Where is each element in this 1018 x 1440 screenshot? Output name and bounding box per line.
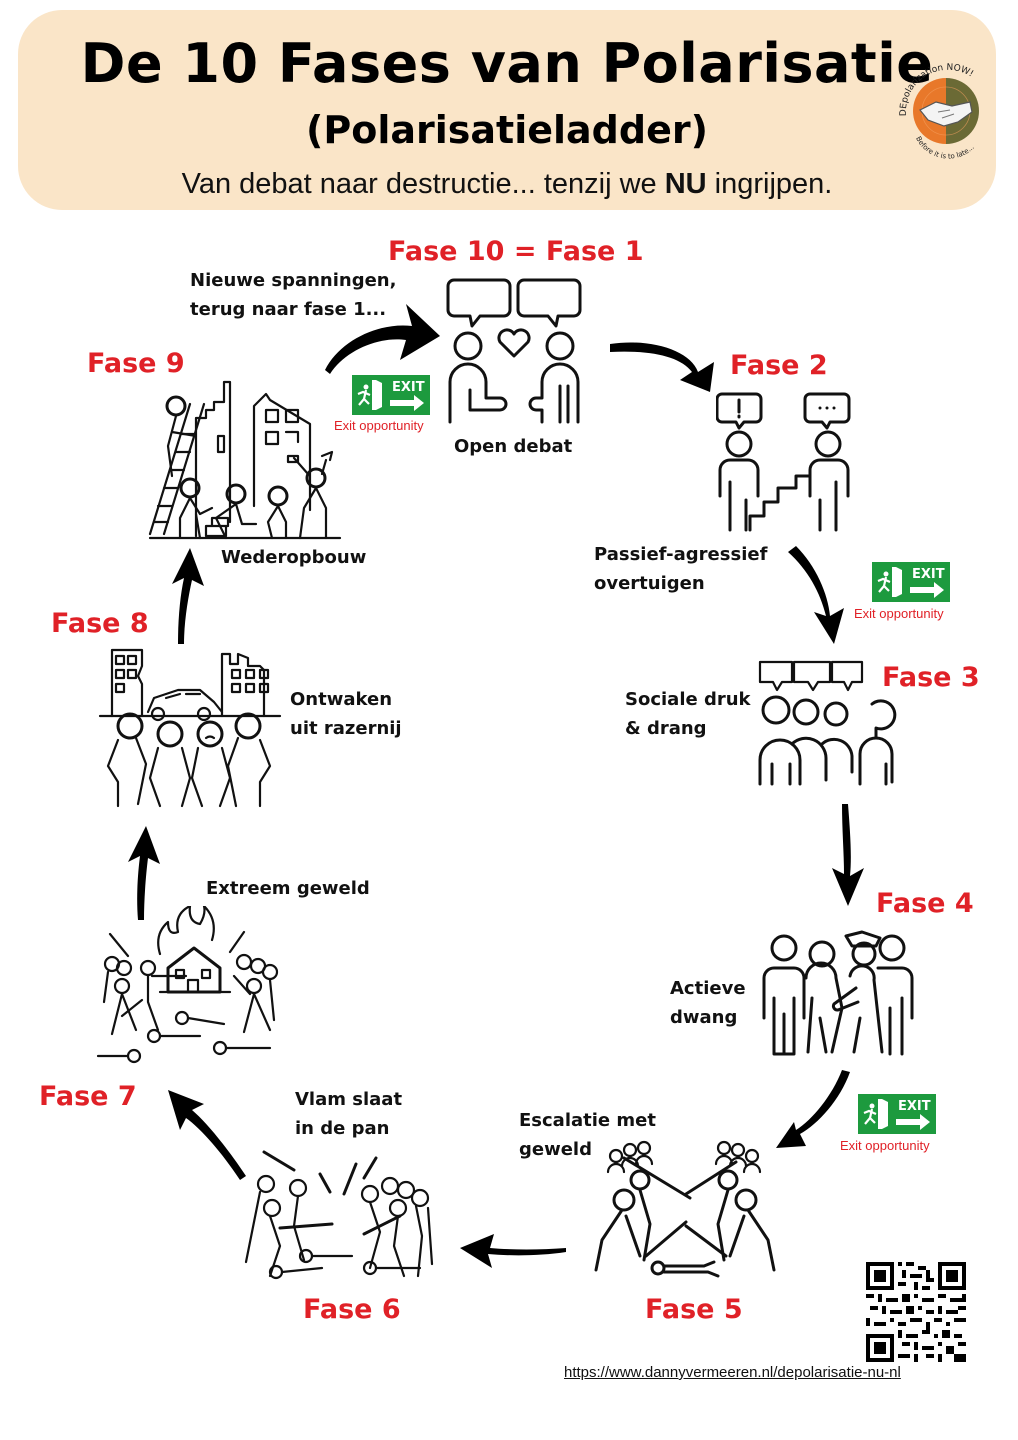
phase-desc-3-line-1: Sociale druk: [625, 689, 751, 710]
arrow-5-to-6: [460, 1234, 566, 1268]
phase-desc-4-line-2: dwang: [670, 1007, 738, 1028]
exit-sign-2: EXIT: [872, 562, 950, 602]
phase-desc-2-line-1: Passief-agressief: [594, 544, 768, 565]
exit-label-1: Exit opportunity: [334, 418, 424, 433]
phase-desc-7: Extreem geweld: [206, 874, 370, 903]
phase-desc-5: Escalatie met geweld: [519, 1106, 656, 1164]
phase-desc-4-line-1: Actieve: [670, 978, 746, 999]
phase-desc-8: Ontwaken uit razernij: [290, 685, 402, 743]
awakening-icon: [98, 648, 282, 808]
arrow-2-to-3: [788, 546, 844, 644]
passive-aggressive-icon: [716, 392, 851, 532]
phase-desc-5-line-1: Escalatie met: [519, 1110, 656, 1131]
phase-desc-4: Actieve dwang: [670, 974, 746, 1032]
loop-note: Nieuwe spanningen, terug naar fase 1...: [190, 266, 396, 324]
depolarization-logo: DEpolarization NOW! Before it is to late…: [899, 63, 979, 161]
loop-note-line-1: Nieuwe spanningen,: [190, 270, 397, 291]
phase-label-9: Fase 9: [87, 348, 185, 379]
exit-sign-text: EXIT: [912, 567, 945, 582]
social-pressure-icon: [758, 660, 897, 786]
tagline-bold: NU: [664, 168, 707, 200]
phase-desc-5-line-2: geweld: [519, 1139, 592, 1160]
phase-desc-7-line-1: Extreem geweld: [206, 878, 370, 899]
phase-label-4: Fase 4: [876, 888, 974, 919]
riot-icon: [244, 1150, 434, 1280]
exit-sign-icon: EXIT: [877, 567, 945, 598]
phase-label-5: Fase 5: [645, 1294, 743, 1325]
phase-desc-1-line-1: Open debat: [454, 436, 573, 457]
exit-sign-icon: EXIT: [357, 380, 425, 411]
phase-desc-2: Passief-agressief overtuigen: [594, 540, 767, 598]
exit-label-2: Exit opportunity: [854, 606, 944, 621]
phase-label-8: Fase 8: [51, 608, 149, 639]
exit-label-3: Exit opportunity: [840, 1138, 930, 1153]
phase-desc-6-line-1: Vlam slaat: [295, 1089, 403, 1110]
phase-desc-2-line-2: overtuigen: [594, 573, 705, 594]
active-coercion-icon: [762, 930, 914, 1056]
exit-sign-text: EXIT: [392, 380, 425, 395]
phase-desc-6-line-2: in de pan: [295, 1118, 390, 1139]
tagline: Van debat naar destructie... tenzij we N…: [18, 168, 996, 201]
tagline-pre: Van debat naar destructie... tenzij we: [181, 168, 665, 200]
qr-code-icon[interactable]: [866, 1262, 966, 1362]
loop-note-line-2: terug naar fase 1...: [190, 299, 387, 320]
phase-label-6: Fase 6: [303, 1294, 401, 1325]
violence-escalation-icon: [594, 1140, 776, 1278]
rebuilding-icon: [148, 380, 342, 540]
exit-sign-icon: EXIT: [863, 1099, 931, 1130]
phase-desc-8-line-1: Ontwaken: [290, 689, 393, 710]
exit-sign-text: EXIT: [898, 1099, 931, 1114]
phase-desc-9-line-1: Wederopbouw: [221, 547, 367, 568]
phase-label-1: Fase 10 = Fase 1: [388, 236, 644, 267]
arrow-1-to-2: [610, 342, 714, 392]
header-banner: De 10 Fases van Polarisatie (Polarisatie…: [18, 10, 996, 210]
exit-sign-1: EXIT: [352, 375, 430, 415]
phase-label-2: Fase 2: [730, 350, 828, 381]
phase-desc-3-line-2: & drang: [625, 718, 707, 739]
arrow-3-to-4: [832, 804, 864, 906]
phase-desc-3: Sociale druk & drang: [625, 685, 751, 743]
arrow-4-to-5: [776, 1070, 850, 1148]
handshake-icon: [919, 101, 973, 127]
tagline-post: ingrijpen.: [706, 168, 833, 200]
extreme-violence-icon: [96, 906, 279, 1064]
phase-desc-9: Wederopbouw: [221, 543, 366, 572]
phase-desc-6: Vlam slaat in de pan: [295, 1085, 402, 1143]
phase-label-7: Fase 7: [39, 1081, 137, 1112]
footer-url-link[interactable]: https://www.dannyvermeeren.nl/depolarisa…: [564, 1364, 901, 1381]
phase-label-3: Fase 3: [882, 662, 980, 693]
arrow-6-to-7: [168, 1090, 246, 1180]
page-subtitle: (Polarisatieladder): [306, 108, 708, 152]
phase-desc-1: Open debat: [454, 432, 572, 461]
arrow-8-to-9: [172, 548, 204, 644]
exit-sign-3: EXIT: [858, 1094, 936, 1134]
page-title: De 10 Fases van Polarisatie: [80, 32, 934, 95]
open-debate-icon: [446, 278, 582, 424]
phase-desc-8-line-2: uit razernij: [290, 718, 402, 739]
